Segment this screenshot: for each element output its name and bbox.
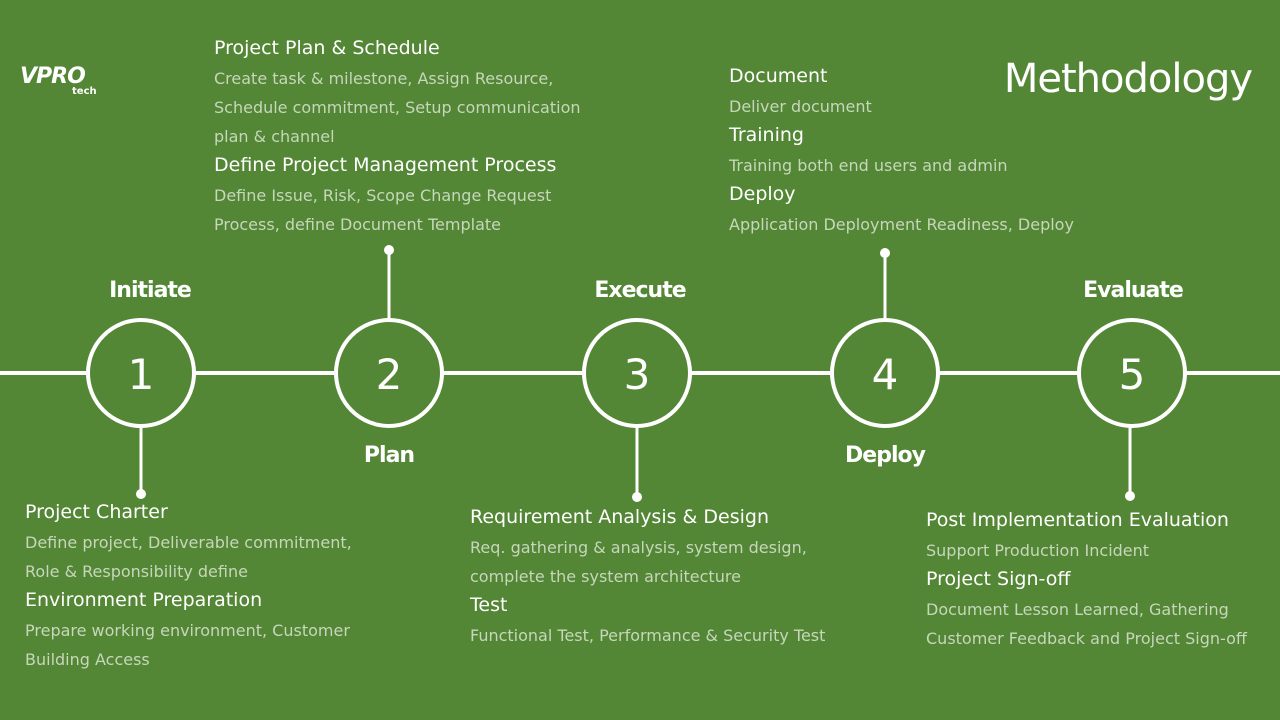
execute-desc-1: Req. gathering & analysis, system design…: [470, 538, 807, 586]
stage-3: 3: [582, 318, 692, 428]
deploy-desc-3: Application Deployment Readiness, Deploy: [729, 215, 1074, 234]
deploy-heading-2: Training: [729, 124, 804, 146]
initiate-heading-2: Environment Preparation: [25, 589, 263, 611]
plan-details: Project Plan & Schedule Create task & mi…: [214, 36, 594, 241]
stage-2: 2: [334, 318, 444, 428]
vpro-logo: VPRO tech: [20, 64, 110, 104]
stage-label-plan: Plan: [363, 443, 415, 468]
stage-1-number: 1: [128, 350, 155, 399]
stage-label-execute: Execute: [594, 278, 686, 303]
execute-heading-1: Requirement Analysis & Design: [470, 506, 770, 528]
stage-4: 4: [830, 318, 940, 428]
plan-heading-2: Define Project Management Process: [214, 154, 557, 176]
evaluate-desc-2: Document Lesson Learned, Gathering Custo…: [926, 600, 1247, 648]
deploy-desc-2: Training both end users and admin: [729, 156, 1008, 175]
initiate-desc-2: Prepare working environment, Customer Bu…: [25, 621, 350, 669]
execute-heading-2: Test: [470, 594, 508, 616]
page-title: Methodology: [1003, 56, 1253, 102]
plan-desc-1: Create task & milestone, Assign Resource…: [214, 69, 581, 146]
evaluate-details: Post Implementation Evaluation Support P…: [926, 508, 1266, 655]
evaluate-heading-1: Post Implementation Evaluation: [926, 509, 1229, 531]
connector-dot-evaluate: [1125, 491, 1135, 501]
stage-5: 5: [1077, 318, 1187, 428]
stage-4-number: 4: [872, 350, 899, 399]
plan-desc-2: Define Issue, Risk, Scope Change Request…: [214, 186, 552, 234]
logo-main-text: VPRO: [20, 64, 86, 89]
deploy-heading-1: Document: [729, 65, 828, 87]
stage-label-initiate: Initiate: [109, 278, 192, 303]
initiate-details: Project Charter Define project, Delivera…: [25, 500, 365, 676]
deploy-details: Document Deliver document Training Train…: [729, 64, 1109, 241]
stage-1: 1: [86, 318, 196, 428]
deploy-desc-1: Deliver document: [729, 97, 872, 116]
connector-dot-execute: [632, 492, 642, 502]
execute-details: Requirement Analysis & Design Req. gathe…: [470, 505, 840, 652]
evaluate-heading-2: Project Sign-off: [926, 568, 1071, 590]
connector-dot-plan: [384, 245, 394, 255]
execute-desc-2: Functional Test, Performance & Security …: [470, 626, 826, 645]
stage-label-evaluate: Evaluate: [1083, 278, 1184, 303]
logo-sub-text: tech: [72, 86, 97, 97]
stage-5-number: 5: [1119, 350, 1146, 399]
deploy-heading-3: Deploy: [729, 183, 796, 205]
plan-heading-1: Project Plan & Schedule: [214, 37, 440, 59]
stage-2-number: 2: [376, 350, 403, 399]
initiate-heading-1: Project Charter: [25, 501, 168, 523]
evaluate-desc-1: Support Production Incident: [926, 541, 1150, 560]
stage-label-deploy: Deploy: [845, 443, 926, 468]
connector-dot-initiate: [136, 489, 146, 499]
stage-3-number: 3: [624, 350, 651, 399]
connector-dot-deploy: [880, 248, 890, 258]
initiate-desc-1: Define project, Deliverable commitment, …: [25, 533, 352, 581]
